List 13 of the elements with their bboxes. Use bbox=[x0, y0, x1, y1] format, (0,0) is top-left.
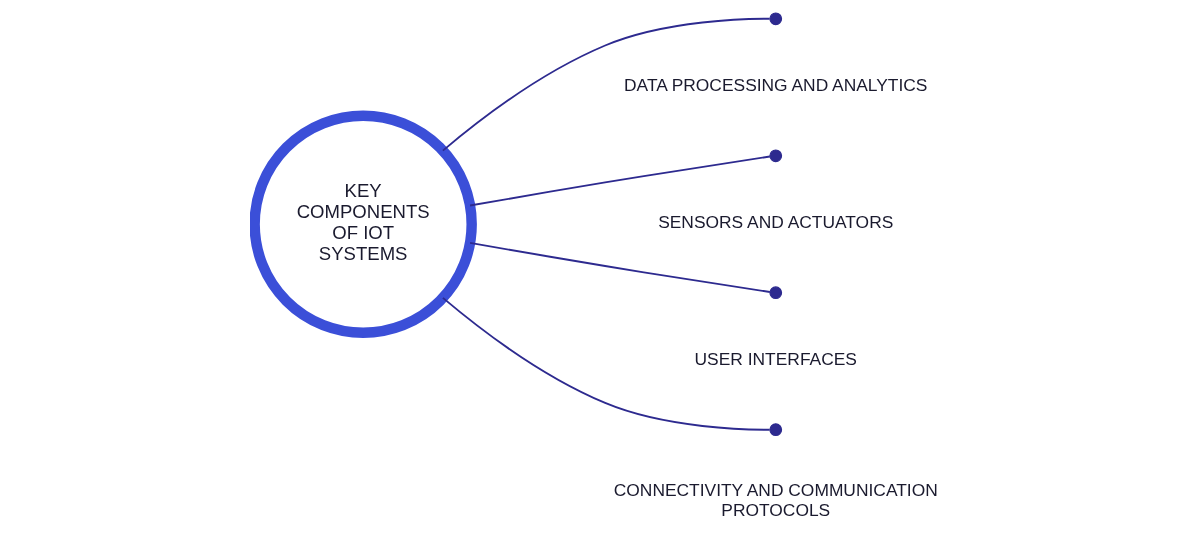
node-circle bbox=[768, 423, 782, 437]
connector bbox=[441, 17, 771, 152]
node-label: USER INTERFACES bbox=[694, 349, 857, 370]
node-label: DATA PROCESSING AND ANALYTICS bbox=[623, 75, 927, 96]
node-circle bbox=[768, 149, 782, 163]
node-circle: KEY COMPONENTS OF IOT SYSTEMS bbox=[249, 110, 477, 338]
node-label: SENSORS AND ACTUATORS bbox=[657, 212, 893, 233]
node-circle bbox=[768, 12, 782, 26]
connector bbox=[441, 296, 771, 431]
connector bbox=[468, 155, 771, 207]
connector bbox=[468, 242, 771, 293]
node-label: CONNECTIVITY AND COMMUNICATION PROTOCOLS bbox=[613, 479, 938, 520]
node-circle bbox=[768, 286, 782, 300]
